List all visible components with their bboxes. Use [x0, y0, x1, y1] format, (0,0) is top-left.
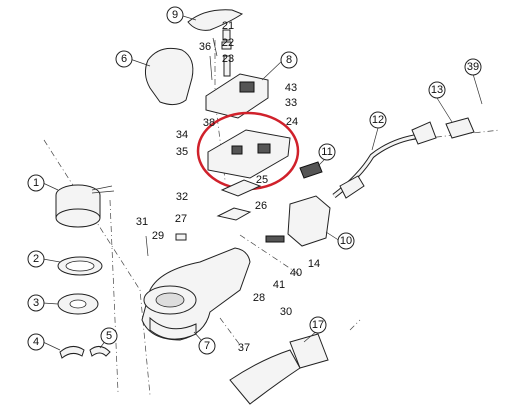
svg-text:17: 17: [312, 319, 324, 331]
label-35: 35: [176, 146, 188, 158]
label-29: 29: [152, 230, 164, 242]
label-23: 23: [222, 53, 234, 65]
callout-12: 12: [369, 111, 387, 129]
svg-text:1: 1: [33, 177, 39, 189]
svg-text:12: 12: [372, 114, 384, 126]
switch-housing-part: [287, 195, 331, 247]
board-connector-part: [257, 143, 271, 154]
callout-1: 1: [27, 174, 45, 192]
motor-part: [55, 184, 115, 228]
label-43: 43: [285, 82, 297, 94]
base-housing-part: [141, 247, 251, 341]
label-28: 28: [253, 292, 265, 304]
callout-13: 13: [428, 81, 446, 99]
connector-part-14: [265, 235, 285, 243]
label-41: 41: [273, 279, 285, 291]
svg-text:5: 5: [106, 330, 112, 342]
callout-6: 6: [115, 50, 133, 68]
callout-39: 39: [464, 58, 482, 76]
part-27-shape: [175, 233, 187, 241]
label-27: 27: [175, 213, 187, 225]
grip-cover-part: [144, 47, 194, 106]
callout-8: 8: [280, 51, 298, 69]
label-26: 26: [255, 200, 267, 212]
electronics-board-part: [207, 129, 291, 179]
svg-text:7: 7: [204, 340, 210, 352]
label-37: 37: [238, 342, 250, 354]
label-33: 33: [285, 97, 297, 109]
label-38: 38: [203, 117, 215, 129]
label-24: 24: [286, 116, 298, 128]
top-cover-part: [187, 9, 244, 31]
board-chip-part: [231, 145, 243, 155]
callout-17: 17: [309, 316, 327, 334]
clip-part-5: [89, 346, 111, 357]
callout-11: 11: [318, 143, 336, 161]
label-25: 25: [256, 174, 268, 186]
svg-text:8: 8: [286, 54, 292, 66]
label-34: 34: [176, 129, 188, 141]
callout-4: 4: [27, 333, 45, 351]
label-22: 22: [222, 37, 234, 49]
label-21: 21: [222, 20, 234, 32]
svg-text:39: 39: [467, 61, 479, 73]
svg-text:2: 2: [33, 253, 39, 265]
svg-text:13: 13: [431, 84, 443, 96]
fan-part: [57, 293, 99, 315]
clip-part-4: [59, 346, 85, 359]
ring-part: [57, 256, 103, 276]
svg-text:3: 3: [33, 297, 39, 309]
callout-10: 10: [337, 232, 355, 250]
badge-part: [299, 161, 323, 179]
screw-stack-part: [209, 29, 232, 81]
callout-5: 5: [100, 327, 118, 345]
label-31: 31: [136, 216, 148, 228]
callout-9: 9: [166, 6, 184, 24]
plug-clamp-part: [445, 117, 475, 139]
callout-3: 3: [27, 294, 45, 312]
extraction-nozzle-part: [229, 333, 329, 405]
label-14: 14: [308, 258, 320, 270]
pad-part: [216, 207, 252, 221]
plain-labels: 21 22 23 36 43 33 38 24 34 35 32 25 26 2…: [136, 20, 320, 354]
svg-text:6: 6: [121, 53, 127, 65]
circled-callouts: 1 2 3 4 5 6 7 8 9 10 11 12 13 39 17: [27, 6, 482, 355]
svg-text:9: 9: [172, 9, 178, 21]
plate-part: [220, 179, 262, 197]
callout-2: 2: [27, 250, 45, 268]
label-40: 40: [290, 267, 302, 279]
power-cable-part: [332, 121, 437, 199]
svg-text:11: 11: [321, 146, 332, 158]
label-32: 32: [176, 191, 188, 203]
svg-text:4: 4: [33, 336, 39, 348]
screw-part-31: [145, 235, 149, 257]
label-36: 36: [199, 41, 211, 53]
control-button-part: [239, 81, 255, 93]
callout-7: 7: [198, 337, 216, 355]
label-30: 30: [280, 306, 292, 318]
svg-text:10: 10: [340, 235, 352, 247]
